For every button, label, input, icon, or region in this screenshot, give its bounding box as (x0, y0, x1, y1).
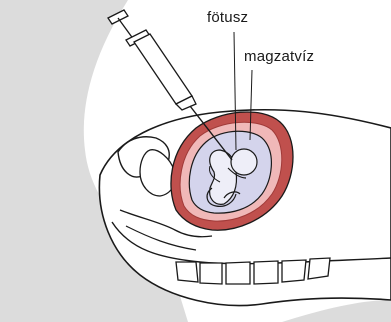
background-shape-right (282, 300, 391, 322)
fetus-label: fötusz (207, 9, 248, 26)
amniotic-fluid-label: magzatvíz (244, 48, 314, 65)
